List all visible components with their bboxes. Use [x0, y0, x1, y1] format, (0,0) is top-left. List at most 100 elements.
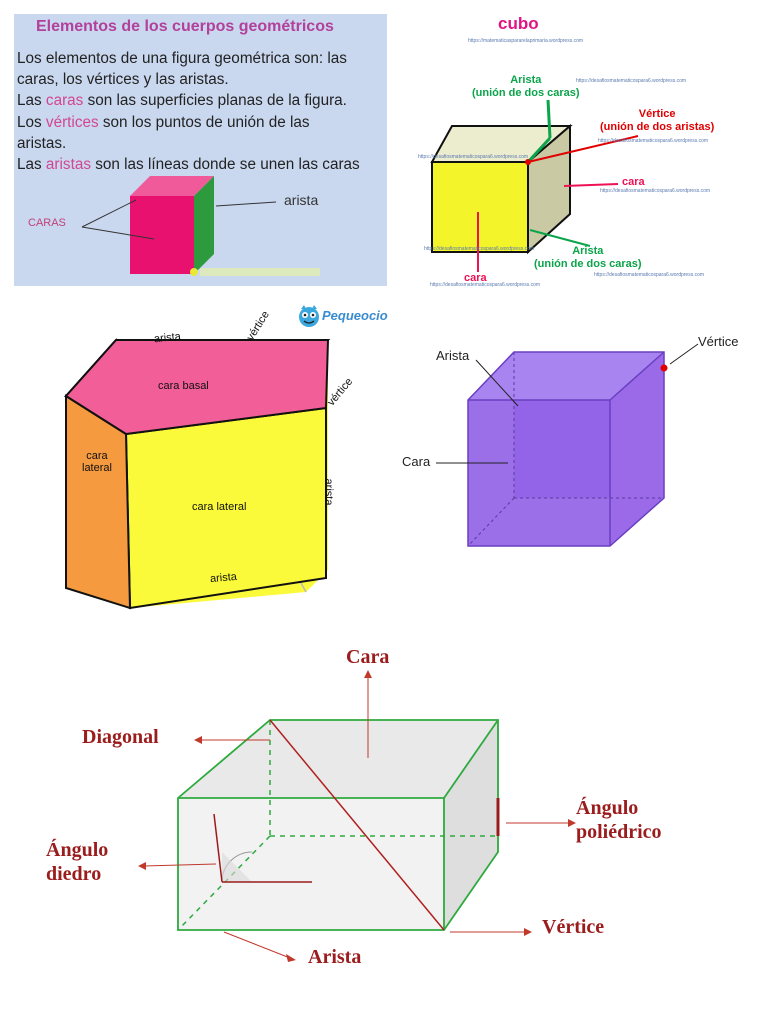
panel-cubo-3d: arista vértice vértice cara basal cara l…	[60, 296, 390, 616]
cube-front-face	[130, 196, 194, 274]
cara-basal-label: cara basal	[158, 380, 209, 392]
watermark-text: https://desafiosmatematicospara6.wordpre…	[600, 188, 710, 194]
label-line: (unión de dos aristas)	[600, 121, 715, 133]
cube-figure-1	[81, 176, 320, 276]
highlight-word: vértices	[45, 113, 99, 131]
caras-arrow	[81, 199, 137, 228]
hidden-edge	[177, 835, 271, 931]
caras-label: CARAS	[28, 217, 66, 229]
angulo-poliedrico-label: Ángulo poliédrico	[576, 797, 662, 843]
panel-cubo: https://desafiosmatematicospara6.wordpre…	[400, 0, 768, 296]
arista-bottom-label: Arista(unión de dos caras)	[534, 245, 642, 271]
arista-top-label: Arista(unión de dos caras)	[472, 74, 580, 100]
title-url: https://matematicaspararelaprimaria.word…	[468, 38, 583, 44]
text-part: Las	[17, 92, 46, 110]
vertice-label: Vértice	[542, 916, 605, 938]
watermark-text: https://desafiosmatematicospara6.wordpre…	[576, 78, 686, 84]
prism-top-face	[178, 720, 498, 798]
definition-text: Los elementos de una figura geométrica s…	[17, 48, 387, 175]
highlighted-edge	[526, 136, 552, 164]
cara-right-label: cara	[622, 176, 645, 188]
hidden-edge	[467, 497, 515, 547]
cara-right-arrow	[563, 183, 619, 187]
highlight-word: aristas	[45, 156, 91, 174]
text-line: Las aristas son las líneas donde se unen…	[17, 154, 387, 175]
cube-top-face	[130, 176, 214, 196]
cube-top-face	[468, 352, 664, 400]
arista-right-label: arista	[322, 478, 335, 506]
text-part: Los	[17, 113, 46, 131]
vertex-dot	[660, 364, 668, 372]
label-line: Vértice	[638, 108, 676, 120]
brand-name: Pequeocio	[322, 308, 388, 323]
text-line: aristas.	[17, 133, 387, 154]
cara-bottom-label: cara	[464, 272, 487, 284]
panel-prisma: Cara Diagonal Ángulo poliédrico Ángulo d…	[20, 630, 720, 1010]
pequeocio-logo: Pequeocio	[296, 302, 396, 332]
text-part: son las líneas donde se unen las caras	[90, 156, 360, 174]
cara-lateral-front-label: cara lateral	[192, 501, 247, 513]
vertex-dot	[525, 159, 531, 165]
cara-label: Cara	[402, 454, 431, 469]
cara-lateral-left-label: cara lateral	[82, 450, 112, 474]
cube-outline	[467, 351, 665, 547]
dihedral-sector	[222, 852, 252, 882]
label-line: (unión de dos caras)	[472, 87, 580, 99]
cube-figure-2: https://desafiosmatematicospara6.wordpre…	[418, 38, 710, 288]
cubo-title: cubo	[498, 14, 539, 33]
text-line: Los vértices son los puntos de unión de …	[17, 112, 387, 133]
prism-edge	[443, 719, 499, 799]
text-line: Los elementos de una figura geométrica s…	[17, 48, 387, 69]
watermark-text: https://desafiosmatematicospara6.wordpre…	[594, 272, 704, 278]
cube-side-face	[194, 176, 214, 274]
dihedral-line	[213, 813, 223, 883]
text-part: caras, los vértices y las aristas.	[17, 71, 229, 89]
prism-front-face	[178, 798, 444, 930]
arrow-head	[138, 862, 146, 870]
diagonal-line	[269, 719, 445, 931]
text-part: Los elementos de una figura geométrica s…	[17, 50, 347, 67]
cara-label: Cara	[346, 646, 390, 668]
text-line: caras, los vértices y las aristas.	[17, 69, 387, 90]
arista-label: arista	[284, 192, 319, 208]
label-line: Arista	[510, 74, 542, 86]
cube-figure-4	[436, 343, 699, 547]
cube-front-face	[431, 161, 529, 253]
arista-arrow	[215, 201, 277, 207]
text-part: aristas.	[17, 134, 67, 152]
arrow-head	[364, 670, 372, 678]
arista-label: Arista	[308, 946, 362, 968]
arista-bottom-arrow	[529, 229, 591, 247]
text-part: son los puntos de unión de las	[98, 113, 310, 131]
arista-label: Arista	[436, 348, 470, 363]
monster-mascot-icon	[299, 305, 319, 327]
arrow-head	[524, 928, 532, 936]
cube-top-face-edge	[64, 339, 330, 436]
diagonal-label: Diagonal	[82, 726, 159, 748]
arrow-head	[194, 736, 202, 744]
arista-top-arrow	[546, 99, 552, 139]
vertice-arrow	[527, 135, 639, 163]
panel-elementos: Elementos de los cuerpos geométricos Los…	[14, 14, 387, 286]
cube-edge	[609, 351, 665, 401]
arista-bottom-label: arista	[209, 570, 238, 586]
watermark-text: https://desafiosmatematicospara6.wordpre…	[424, 246, 534, 252]
arista-leader	[475, 359, 519, 407]
panel-cubo-violeta: Vértice Arista Cara	[400, 320, 768, 560]
text-part: Las	[17, 156, 46, 174]
text-part: son las superficies planas de la figura.	[83, 92, 347, 110]
arrow-head	[568, 819, 576, 827]
vertice-label: Vértice	[698, 334, 739, 349]
watermark-text: https://desafiosmatematicospara6.wordpre…	[430, 282, 540, 288]
angulo-diedro-label: Ángulo diedro	[46, 839, 109, 885]
cube-figure-3	[63, 338, 331, 610]
label-line: (unión de dos caras)	[534, 258, 642, 270]
highlight-smear	[200, 268, 320, 276]
panel-title: Elementos de los cuerpos geométricos	[36, 18, 334, 35]
prism-figure	[138, 670, 576, 962]
vertex-dot	[190, 268, 198, 276]
prism-side-face	[444, 720, 498, 930]
highlight-word: caras	[45, 92, 84, 110]
vertice-leader	[669, 343, 699, 365]
label-line: Arista	[572, 245, 604, 257]
